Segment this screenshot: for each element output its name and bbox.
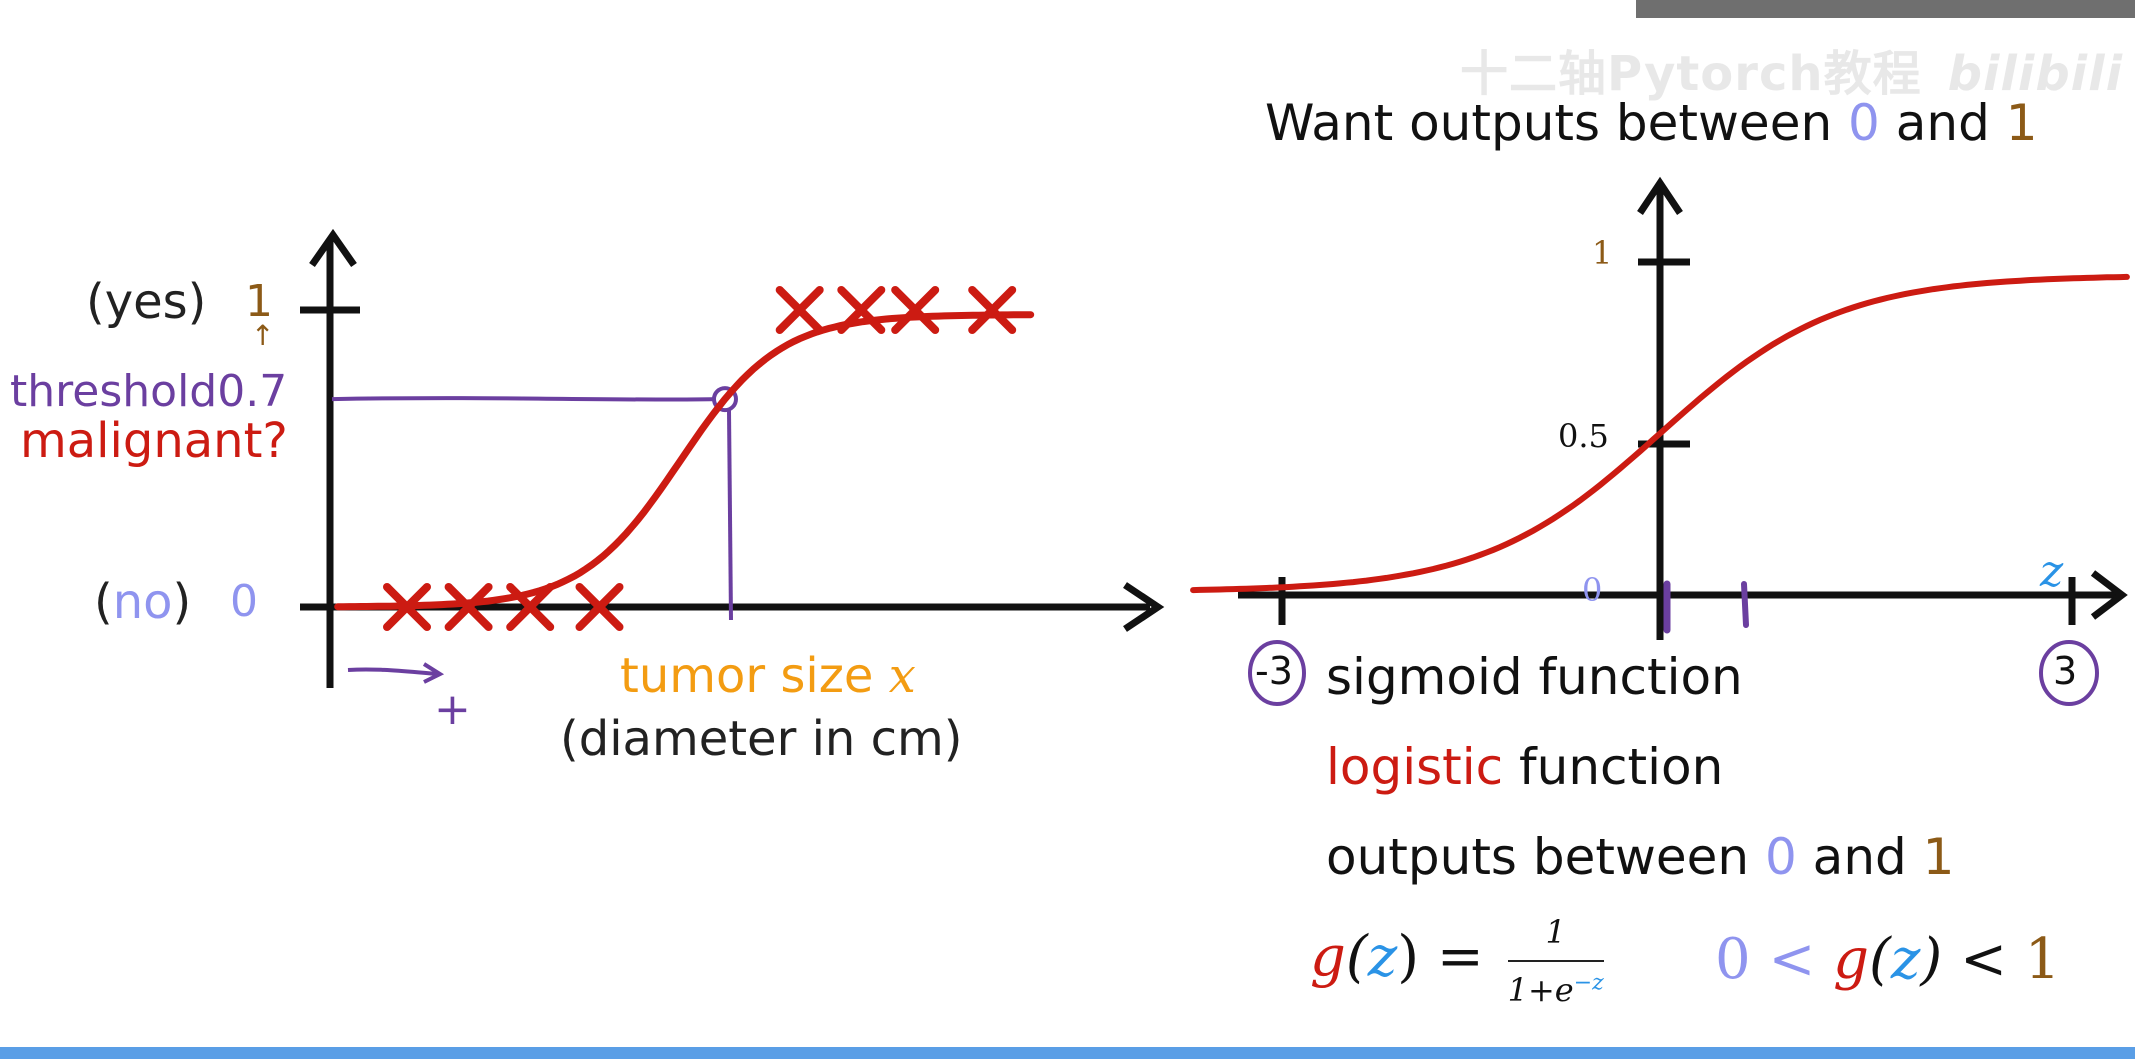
- x-variable: x: [888, 648, 916, 704]
- x-axis-label-main: tumor size: [620, 648, 889, 704]
- no-close: ): [172, 574, 192, 630]
- right-y-arrowhead: [1637, 176, 1683, 215]
- right-tick-0-label: 0: [1582, 571, 1603, 609]
- circle-right-end: [2039, 640, 2099, 706]
- ineq-zero: 0: [1715, 927, 1751, 992]
- right-tick-05-label: 0.5: [1558, 417, 1609, 455]
- formula-g: g: [1310, 924, 1346, 990]
- watermark-logo: bilibili: [1947, 46, 2124, 102]
- purple-tick-mark: [1741, 581, 1749, 628]
- data-point-x-marker: [506, 583, 555, 631]
- right-marks: [1190, 273, 2130, 706]
- x-axis-label: tumor size x: [620, 652, 916, 700]
- marker-stroke-b: [775, 286, 824, 334]
- outputs-one: 1: [1922, 828, 1955, 886]
- ineq-lt: <: [1750, 927, 1834, 992]
- formula-den-exp: −z: [1573, 970, 1604, 996]
- data-point-x-marker: [444, 583, 493, 631]
- right-end-label: 3: [2053, 649, 2078, 693]
- title-zero: 0: [1848, 94, 1880, 152]
- range-inequality: 0 < g(z) < 1: [1715, 932, 2060, 988]
- desc-outputs: outputs between 0 and 1: [1326, 832, 1954, 882]
- threshold-label: threshold0.7: [10, 370, 287, 414]
- desc-sigmoid: sigmoid function: [1326, 648, 1743, 706]
- yes-label: (yes): [86, 274, 207, 330]
- formula-close-eq: ) =: [1397, 924, 1484, 990]
- left-x-arrowhead: [1123, 582, 1165, 632]
- progress-bar: [0, 1047, 2135, 1059]
- marker-stroke-b: [506, 583, 555, 631]
- up-arrow-annotation: ↑: [251, 319, 275, 352]
- outputs-zero: 0: [1764, 828, 1797, 886]
- outputs-prefix: outputs between: [1326, 828, 1765, 886]
- ineq-lt2: <: [1942, 927, 2025, 992]
- ineq-close: ): [1920, 927, 1943, 992]
- ineq-one: 1: [2024, 927, 2061, 992]
- desc-logistic: logistic function: [1326, 742, 1723, 792]
- z-variable-label: z: [2040, 546, 2064, 597]
- marker-stroke-b: [383, 583, 431, 631]
- logistic-curve-left: [334, 311, 1035, 611]
- sigmoid-formula: g(z) = 1 1+e−z: [1310, 908, 1610, 1014]
- left-y-arrowhead: [309, 228, 357, 268]
- tick-1-label: 1: [245, 276, 273, 327]
- watermark: 十二轴Pytorch教程 bilibili: [1460, 34, 2123, 104]
- data-point-x-marker: [968, 286, 1017, 334]
- data-point-x-marker: [837, 286, 886, 334]
- marker-stroke-b: [575, 583, 624, 631]
- formula-den-base: 1+e: [1507, 971, 1574, 1009]
- threshold-word: threshold: [10, 366, 218, 417]
- ineq-z: z: [1890, 927, 1921, 992]
- right-axes: [1238, 176, 2128, 640]
- y-axis-label: malignant?: [20, 413, 288, 469]
- marker-stroke-b: [837, 286, 886, 334]
- threshold-value: 0.7: [217, 366, 288, 417]
- right-x-arrowhead: [2090, 570, 2128, 620]
- marker-stroke-b: [968, 286, 1017, 334]
- formula-numerator: 1: [1507, 908, 1604, 962]
- formula-open: (: [1345, 924, 1368, 990]
- left-marks: [334, 286, 1035, 631]
- plus-annotation: +: [434, 684, 471, 735]
- watermark-text: 十二轴Pytorch教程: [1460, 46, 1922, 102]
- no-word: no: [112, 574, 173, 630]
- left-end-label: -3: [1255, 649, 1293, 693]
- logistic-word: logistic: [1326, 738, 1504, 796]
- formula-fraction: 1 1+e−z: [1507, 908, 1604, 1014]
- data-point-x-marker: [891, 286, 940, 334]
- tick-0-label: 0: [230, 576, 258, 627]
- ineq-open: (: [1869, 927, 1891, 992]
- title-and: and: [1879, 94, 2006, 152]
- title-prefix: Want outputs between: [1265, 94, 1849, 152]
- right-title: Want outputs between 0 and 1: [1265, 98, 2038, 148]
- marker-stroke-b: [891, 286, 940, 334]
- right-tick-1-label: 1: [1592, 234, 1613, 272]
- threshold-drop-line: [726, 409, 733, 621]
- formula-z: z: [1367, 924, 1398, 990]
- threshold-circle: [711, 386, 738, 413]
- threshold-line: [331, 396, 716, 402]
- ineq-g: g: [1833, 927, 1870, 992]
- data-point-x-marker: [775, 286, 824, 334]
- formula-denominator: 1+e−z: [1508, 962, 1604, 1014]
- top-banner: [1636, 0, 2135, 18]
- logistic-rest: function: [1503, 738, 1724, 796]
- x-axis-sublabel: (diameter in cm): [560, 711, 963, 767]
- circle-left-end: [1248, 640, 1306, 706]
- handdrawn-arrow-head: [422, 662, 445, 684]
- sigmoid-curve: [1190, 273, 2130, 594]
- title-one: 1: [2005, 94, 2038, 152]
- data-point-x-marker: [575, 583, 624, 631]
- marker-stroke-b: [444, 583, 493, 631]
- no-label: (no): [94, 578, 191, 626]
- annotations: [331, 386, 738, 684]
- no-open: (: [94, 574, 113, 630]
- handdrawn-arrow-line: [347, 667, 439, 676]
- data-point-x-marker: [383, 583, 431, 631]
- outputs-and: and: [1796, 828, 1923, 886]
